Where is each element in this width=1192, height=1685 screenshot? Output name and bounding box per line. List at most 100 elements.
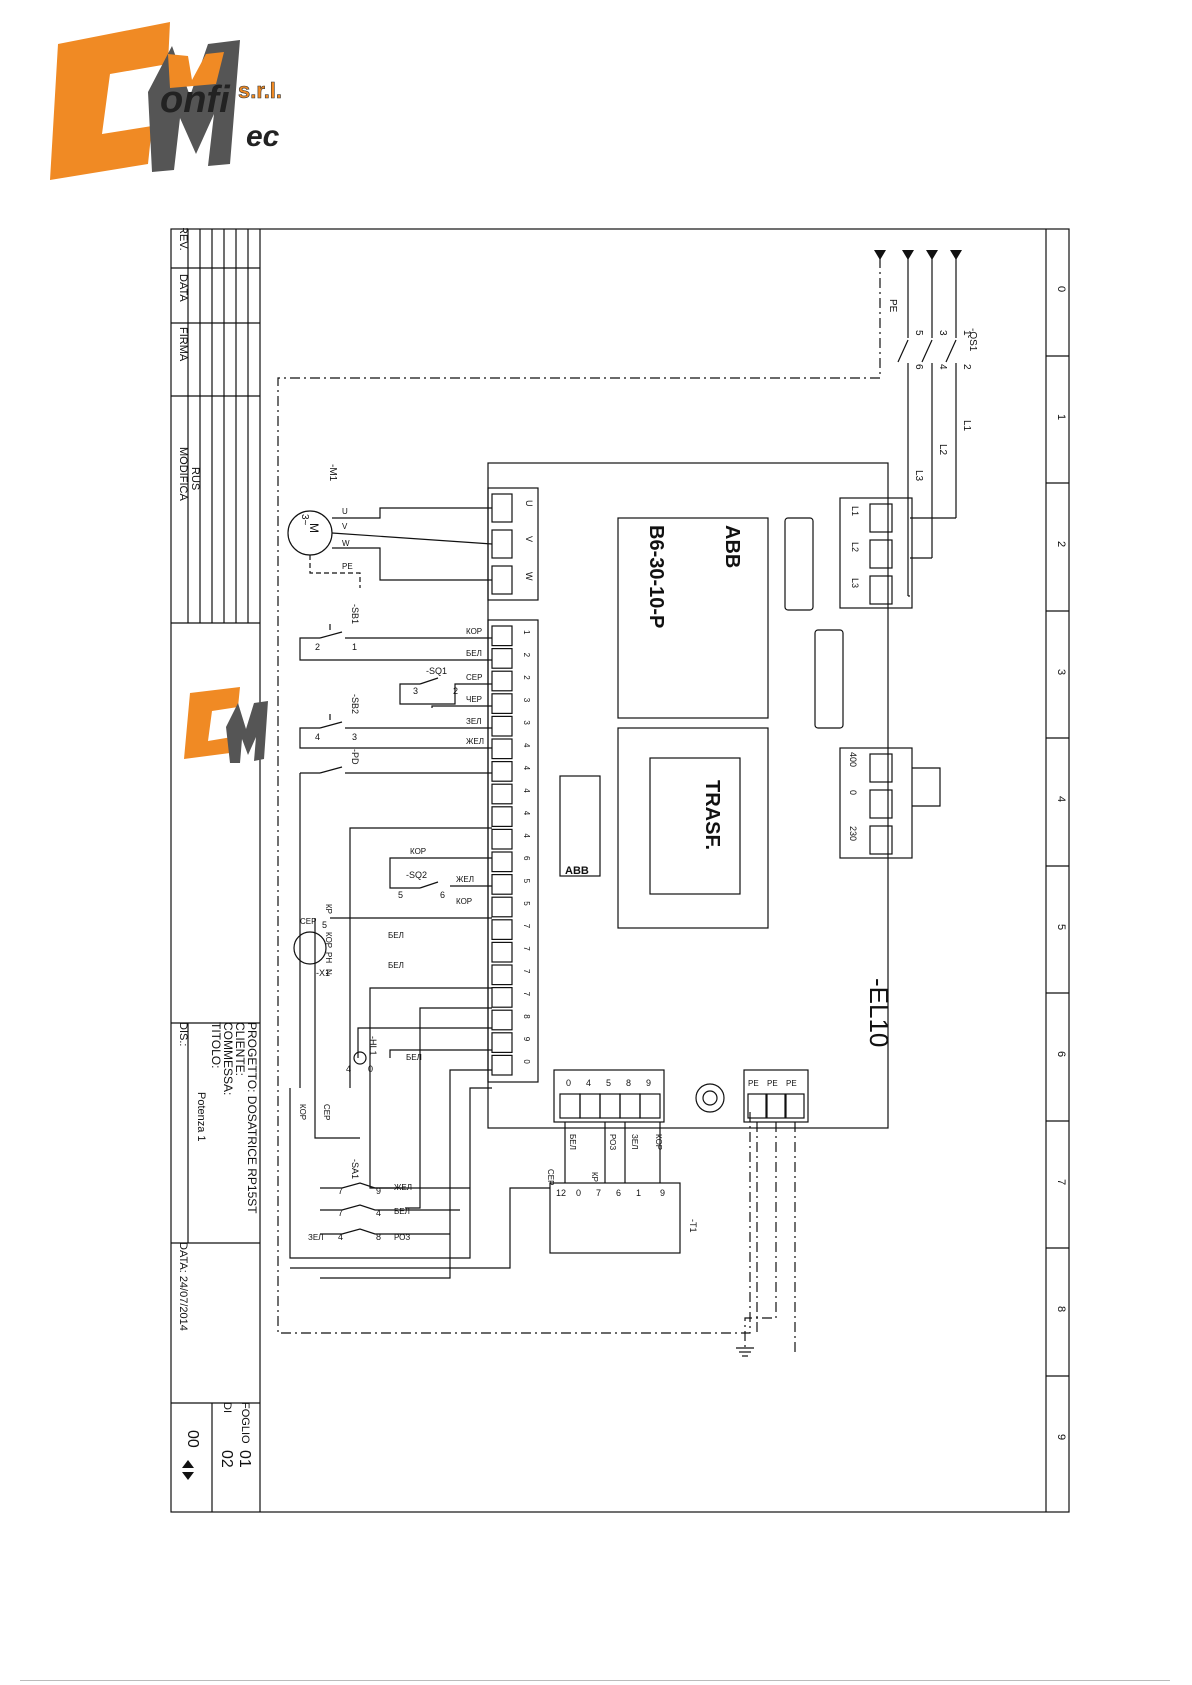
- wire-roz-t1: РОЗ: [608, 1134, 617, 1150]
- tb-rus-value: RUS: [189, 467, 201, 490]
- sa1-pin-b: 9: [376, 1186, 381, 1196]
- bterm-4: 4: [586, 1078, 591, 1088]
- pe-term-1: PE: [748, 1079, 759, 1088]
- pe-terminal-block: [743, 1069, 809, 1123]
- m1-symbol-m: M: [307, 523, 321, 533]
- grid-num-9: 9: [1055, 1434, 1067, 1440]
- m1-pin-u: U: [342, 507, 348, 516]
- wire-kor-t1: КОР: [654, 1134, 663, 1150]
- sa1-pin-d: 4: [376, 1208, 381, 1218]
- hl1-label: -HL1: [368, 1036, 378, 1056]
- term-l3: L3: [850, 578, 860, 588]
- pe-dashed-path: [277, 377, 880, 1334]
- fuse-2: [814, 629, 844, 729]
- sq1-label: -SQ1: [426, 666, 447, 676]
- control-terminal: [491, 648, 513, 669]
- control-terminal-number: 4: [522, 833, 531, 838]
- qs1-pin-5: 5: [913, 330, 924, 336]
- wire-kor-v: КОР: [298, 1104, 307, 1120]
- grid-num-0: 0: [1055, 286, 1067, 292]
- wire-cer-t1: СЕР: [546, 1169, 555, 1185]
- m1-pin-pe: PE: [342, 562, 353, 571]
- control-terminal: [491, 851, 513, 873]
- el10-name: -EL10: [864, 978, 894, 1047]
- motor-wires: [309, 507, 493, 588]
- m1-symbol-3ph: 3~: [299, 514, 310, 526]
- sq1-pin-3: 3: [413, 686, 418, 696]
- supply-arrows: [874, 250, 962, 260]
- control-terminal-number: 3: [522, 720, 531, 725]
- lamp-hl1: [353, 1051, 367, 1065]
- grid-ticks: [1046, 355, 1069, 1377]
- bterm-0: 0: [566, 1078, 571, 1088]
- grid-num-1: 1: [1055, 414, 1067, 420]
- sb2-pin-3: 3: [352, 732, 357, 742]
- control-terminal-number: 6: [522, 856, 531, 861]
- logo-onfi-text: onfi: [160, 79, 231, 121]
- control-terminal-number: 4: [522, 788, 531, 793]
- control-terminal: [491, 941, 513, 963]
- wire-n-x1: N: [324, 969, 333, 975]
- t1-pin-7: 7: [596, 1188, 601, 1198]
- socket-x1: [293, 931, 327, 965]
- wire-cer-v: СЕР: [322, 1104, 331, 1120]
- control-terminal-number: 5: [522, 879, 531, 884]
- tb-rev-value: 00: [184, 1430, 201, 1448]
- control-terminal: [491, 693, 513, 714]
- t1-pin-1: 1: [636, 1188, 641, 1198]
- pe-ground-lines: [744, 1122, 796, 1353]
- wire-kp-t1: КР: [590, 1172, 599, 1182]
- wire-zhel-1: ЖЕЛ: [466, 737, 484, 746]
- potentiometer-knob-inner: [702, 1090, 718, 1106]
- abb-small-label: ABB: [565, 865, 589, 877]
- control-terminal-number: 2: [522, 675, 531, 680]
- control-terminal-number: 9: [522, 1037, 531, 1042]
- tb-firma-label: FIRMA: [177, 327, 189, 362]
- control-terminal: [491, 964, 513, 986]
- grid-num-6: 6: [1055, 1051, 1067, 1057]
- control-terminal-number: 4: [522, 743, 531, 748]
- wire-zel-1: ЗЕЛ: [466, 717, 481, 726]
- control-terminal-number: 7: [522, 992, 531, 997]
- sb1-pin-1: 1: [352, 642, 357, 652]
- tb-di-value: 02: [218, 1450, 235, 1468]
- sq2-label: -SQ2: [406, 870, 427, 880]
- qs1-label: -QS1: [967, 328, 978, 352]
- wire-ph-x1: PH: [324, 952, 333, 963]
- term-w: W: [524, 572, 534, 581]
- control-terminal: [491, 919, 513, 940]
- term-l2: L2: [850, 542, 860, 552]
- tb-foglio-value: 01: [236, 1450, 253, 1468]
- control-terminal: [491, 1009, 513, 1031]
- switch-sb1: [319, 624, 343, 639]
- wire-cer-1: СЕР: [466, 673, 482, 682]
- pe-label: PE: [887, 299, 898, 313]
- control-terminal-number: 8: [522, 1014, 531, 1019]
- bottom-terminal-labels: 0 4 5 8 9: [566, 1078, 651, 1088]
- tb-cliente: CLIENTE:: [233, 1022, 247, 1076]
- qs1-pin-3: 3: [937, 330, 948, 336]
- supply-lines: [879, 258, 957, 597]
- control-terminal: [491, 625, 513, 647]
- wire-kor-1: КОР: [466, 627, 482, 636]
- control-terminal: [491, 1054, 513, 1076]
- pe-term-3: PE: [786, 1079, 797, 1088]
- wire-kor-x1: КОР: [324, 932, 333, 948]
- qs1-pin-2: 2: [961, 364, 972, 370]
- m1-label: -M1: [327, 464, 338, 482]
- hl1-pin-4: 4: [346, 1064, 351, 1074]
- wire-roz-sa1: РОЗ: [394, 1233, 410, 1242]
- term-u: U: [524, 500, 534, 507]
- control-terminal-number: 3: [522, 698, 531, 703]
- grid-num-8: 8: [1055, 1306, 1067, 1312]
- tb-data-value: DATA: 24/07/2014: [177, 1242, 189, 1331]
- sa1-pin-a: 7: [338, 1186, 343, 1196]
- control-terminal: [491, 783, 513, 805]
- term-v: V: [524, 536, 534, 542]
- abb-small-module: [559, 775, 601, 877]
- title-block-logo: [184, 687, 268, 763]
- control-terminal-number: 4: [522, 811, 531, 816]
- abb-model: B6-30-10-P: [645, 525, 667, 628]
- ground-icon: [736, 1347, 754, 1357]
- tb-rev-label: REV.: [177, 228, 189, 251]
